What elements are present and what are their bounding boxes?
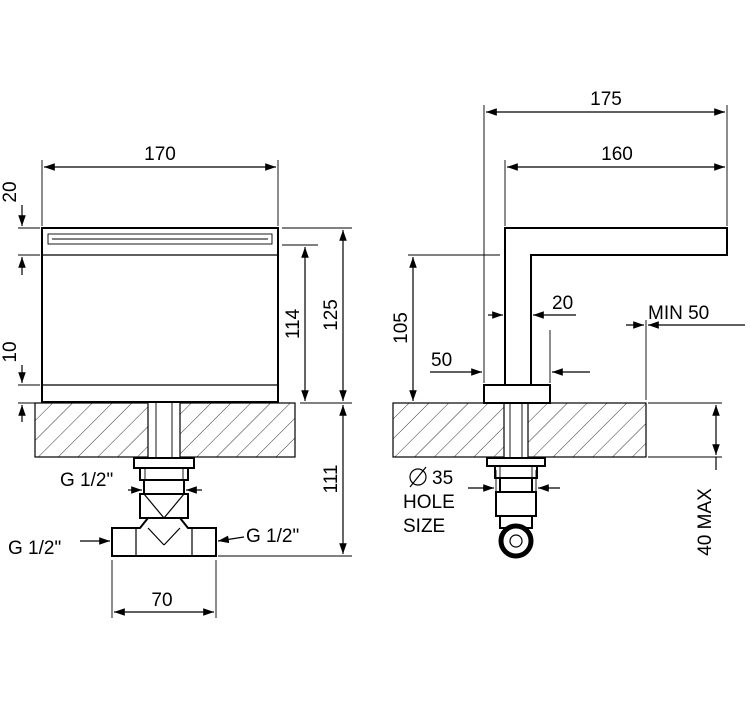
hole-label-line1: HOLE — [403, 492, 455, 513]
side-view — [392, 105, 745, 559]
dim-side-spout-reach: 160 — [601, 144, 633, 165]
thread-label-left: G 1/2" — [8, 538, 61, 559]
dim-side-deck-max: 40 MAX — [695, 488, 716, 556]
hole-label-line2: SIZE — [403, 516, 445, 537]
dim-side-min-clearance: MIN 50 — [648, 303, 709, 324]
front-faucet-body — [41, 227, 279, 403]
dim-front-below-deck: 111 — [321, 465, 342, 494]
front-nut — [133, 457, 195, 469]
dim-front-base: 10 — [0, 341, 21, 362]
thread-label-right: G 1/2" — [246, 526, 299, 547]
thread-label-upper: G 1/2" — [60, 470, 113, 491]
dim-side-total-reach: 175 — [590, 89, 622, 110]
dim-side-height: 105 — [391, 312, 412, 344]
front-view — [18, 160, 352, 618]
front-spout-slot — [47, 233, 273, 245]
dim-side-hole: 35 — [432, 468, 453, 489]
dim-front-slot: 20 — [0, 181, 21, 202]
side-base-plate — [483, 384, 551, 404]
dim-front-inner: 114 — [283, 308, 304, 339]
dim-side-base: 50 — [431, 350, 452, 371]
diameter-icon — [409, 466, 427, 488]
side-nut — [486, 457, 546, 467]
dim-front-width: 170 — [144, 144, 176, 165]
dim-side-thickness: 20 — [552, 293, 573, 314]
dim-front-spacing: 70 — [151, 590, 172, 611]
front-t-fitting — [111, 517, 217, 557]
dim-front-total: 125 — [321, 299, 342, 331]
